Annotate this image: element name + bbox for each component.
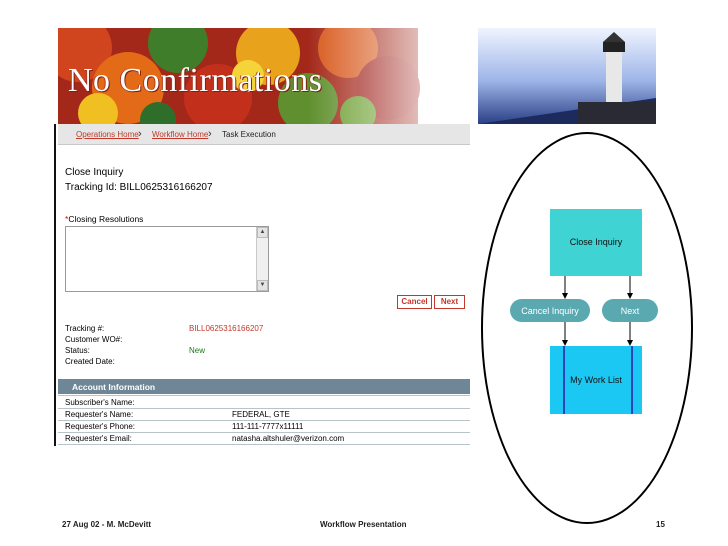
account-label: Requester's Name: [65, 410, 134, 419]
footer-title: Workflow Presentation [320, 520, 407, 529]
close-inquiry-node-label: Close Inquiry [570, 237, 623, 247]
close-inquiry-node [550, 209, 642, 276]
header-banner: No Confirmations [58, 28, 656, 124]
banner-image [58, 28, 656, 124]
closing-resolutions-input[interactable]: ▲ ▼ [65, 226, 269, 292]
account-value: FEDERAL, GTE [232, 410, 290, 419]
task-execution-screen: Operations Home › Workflow Home › Task E… [58, 124, 470, 446]
account-label: Requester's Email: [65, 434, 132, 443]
textarea-scrollbar[interactable]: ▲ ▼ [256, 227, 268, 291]
account-label: Subscriber's Name: [65, 398, 135, 407]
divider [58, 395, 470, 396]
task-heading: Close Inquiry [65, 167, 124, 178]
screenshot-edge [54, 124, 56, 446]
required-mark: * [65, 214, 69, 224]
account-value: natasha.altshuler@verizon.com [232, 434, 345, 443]
next-node-label: Next [621, 306, 640, 316]
chevron-right-icon: › [208, 128, 212, 140]
next-button[interactable]: Next [434, 295, 465, 309]
closing-resolutions-label: *Closing Resolutions [65, 214, 143, 224]
divider [58, 432, 470, 433]
workflow-diagram: Close Inquiry Cancel Inquiry Next My Wor… [510, 209, 658, 414]
highlight-oval [481, 132, 693, 524]
account-info-header: Account Information [58, 379, 470, 394]
detail-label: Tracking #: [65, 324, 105, 333]
divider [58, 420, 470, 421]
detail-label: Created Date: [65, 357, 115, 366]
chevron-right-icon: › [138, 128, 142, 140]
next-node [602, 299, 658, 322]
tracking-id: Tracking Id: BILL0625316166207 [65, 182, 213, 193]
breadcrumb-current: Task Execution [222, 130, 276, 139]
arrowhead [562, 340, 568, 346]
breadcrumb: Operations Home › Workflow Home › Task E… [58, 124, 470, 145]
my-work-list-node-label: My Work List [570, 375, 622, 385]
page-number: 15 [656, 520, 665, 529]
arrowhead [627, 340, 633, 346]
breadcrumb-operations-home[interactable]: Operations Home [76, 130, 139, 139]
detail-label: Customer WO#: [65, 335, 123, 344]
scroll-down-icon[interactable]: ▼ [257, 280, 268, 291]
breadcrumb-workflow-home[interactable]: Workflow Home [152, 130, 209, 139]
detail-value: BILL0625316166207 [189, 324, 264, 333]
divider [58, 444, 470, 445]
slide-title: No Confirmations [68, 62, 323, 99]
cancel-inquiry-node-label: Cancel Inquiry [521, 306, 579, 316]
account-value: 111-111-7777x11111 [232, 422, 304, 431]
my-work-list-node [550, 346, 642, 414]
detail-label: Status: [65, 346, 90, 355]
divider [58, 408, 470, 409]
cancel-button[interactable]: Cancel [397, 295, 432, 309]
detail-value: New [189, 346, 206, 355]
arrowhead [627, 293, 633, 299]
cancel-inquiry-node [510, 299, 590, 322]
account-label: Requester's Phone: [65, 422, 136, 431]
footer-date-author: 27 Aug 02 - M. McDevitt [62, 520, 152, 529]
closing-resolutions-text: Closing Resolutions [68, 214, 144, 224]
account-info-title: Account Information [72, 382, 156, 392]
arrowhead [562, 293, 568, 299]
scroll-up-icon[interactable]: ▲ [257, 227, 268, 238]
